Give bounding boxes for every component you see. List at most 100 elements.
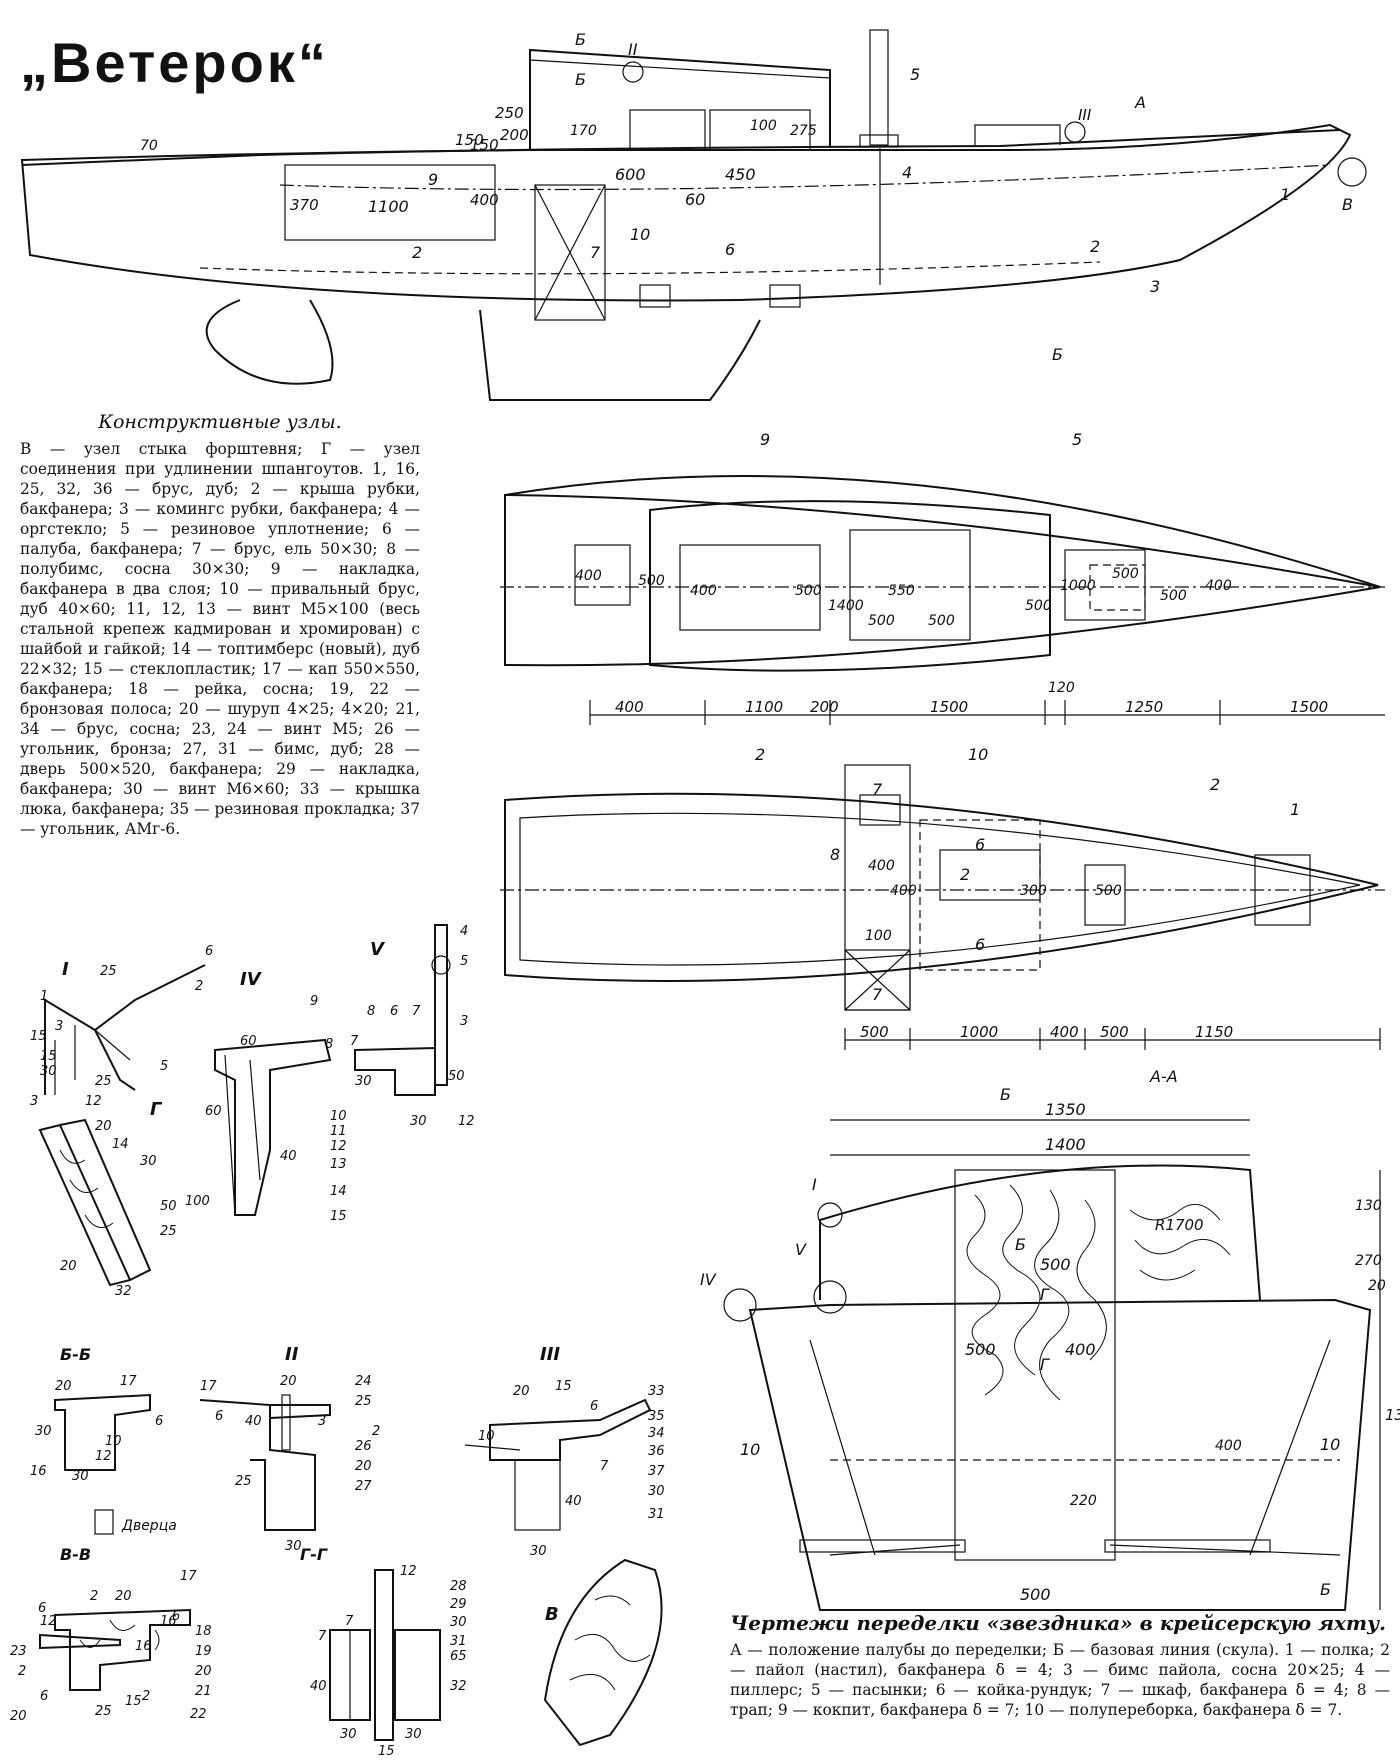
hull-outline (20, 123, 1352, 302)
svg-text:V: V (795, 1240, 807, 1259)
svg-text:30: 30 (140, 1154, 157, 1169)
svg-text:1150: 1150 (1195, 1023, 1233, 1041)
svg-text:500: 500 (1025, 598, 1052, 614)
svg-text:400: 400 (615, 698, 644, 716)
deck-line (21, 129, 1341, 166)
svg-text:9: 9 (428, 170, 438, 189)
svg-text:220: 220 (1070, 1493, 1097, 1509)
svg-text:7: 7 (590, 243, 601, 262)
svg-text:500: 500 (1020, 1585, 1051, 1604)
section-a-a-labels: А-А 1350 1400 130 270 20 1300 400 220 50… (700, 1067, 1400, 1604)
svg-text:6: 6 (975, 835, 985, 854)
svg-text:23: 23 (10, 1644, 27, 1659)
svg-text:Г: Г (1040, 1355, 1050, 1374)
cabin (529, 48, 831, 150)
svg-text:60: 60 (685, 190, 705, 209)
svg-text:1500: 1500 (1290, 698, 1328, 716)
drawing-title: „Ветерок“ (20, 31, 329, 94)
svg-text:В: В (1342, 195, 1353, 214)
svg-text:20: 20 (55, 1379, 72, 1394)
svg-text:10: 10 (478, 1429, 495, 1444)
svg-text:120: 120 (1048, 680, 1075, 696)
svg-text:30: 30 (35, 1424, 52, 1439)
svg-text:100: 100 (865, 928, 892, 944)
svg-text:30: 30 (648, 1484, 665, 1499)
svg-text:25: 25 (160, 1224, 177, 1239)
cabin-window-2 (709, 109, 811, 151)
svg-text:5: 5 (460, 954, 468, 969)
svg-text:500: 500 (1095, 883, 1122, 899)
svg-text:III: III (1078, 106, 1092, 124)
svg-text:1250: 1250 (1125, 698, 1163, 716)
interior-plan-outline (504, 792, 1379, 982)
svg-text:30: 30 (340, 1727, 357, 1742)
svg-text:50: 50 (448, 1069, 465, 1084)
bulkhead-door (954, 1169, 1116, 1561)
svg-text:3: 3 (460, 1014, 468, 1029)
svg-text:Г: Г (1040, 1285, 1050, 1304)
svg-text:1300: 1300 (1385, 1406, 1400, 1424)
svg-text:17: 17 (200, 1379, 217, 1394)
svg-text:А-А: А-А (1149, 1067, 1178, 1086)
hull-section (748, 1298, 1372, 1611)
svg-text:1: 1 (1290, 800, 1300, 819)
svg-text:II: II (628, 40, 638, 59)
deck-plan-labels: 400 1100 200 1500 120 1250 1500 400 500 … (575, 430, 1328, 716)
caption-main-heading: Чертежи переделки «звездника» в крейсерс… (730, 1611, 1386, 1635)
svg-text:1400: 1400 (1045, 1135, 1086, 1154)
svg-text:3: 3 (55, 1019, 63, 1034)
svg-text:500: 500 (1100, 1023, 1129, 1041)
svg-text:1: 1 (40, 989, 48, 1004)
svg-text:500: 500 (1040, 1255, 1071, 1274)
cabin-section (819, 1164, 1261, 1301)
svg-text:Б: Б (1000, 1085, 1011, 1104)
svg-text:2: 2 (195, 979, 203, 994)
caption-construction-text: В — узел стыка форштевня; Г — узел соеди… (20, 439, 420, 838)
detail-VV: В-В 17 6 2 20 18 19 20 21 22 23 2 12 6 2… (10, 1545, 212, 1724)
detail-marker-V (1337, 157, 1367, 187)
svg-text:500: 500 (1160, 588, 1187, 604)
svg-text:Дверца: Дверца (121, 1518, 177, 1534)
svg-text:Г-Г: Г-Г (300, 1545, 328, 1564)
interior-plan: 500 1000 400 500 1150 400 400 100 300 50… (500, 745, 1385, 1050)
svg-text:12: 12 (85, 1094, 102, 1109)
svg-text:500: 500 (860, 1023, 889, 1041)
svg-text:12: 12 (400, 1564, 417, 1579)
svg-text:30: 30 (405, 1727, 422, 1742)
svg-text:IV: IV (700, 1270, 717, 1289)
svg-text:7: 7 (412, 1004, 421, 1019)
svg-text:100: 100 (750, 118, 777, 134)
svg-text:3: 3 (30, 1094, 38, 1109)
svg-text:30: 30 (355, 1074, 372, 1089)
svg-text:20: 20 (513, 1384, 530, 1399)
floor-panel-left (799, 1539, 966, 1553)
svg-text:35: 35 (648, 1409, 665, 1424)
svg-text:500: 500 (638, 573, 665, 589)
detail-II: II 17 20 24 25 6 40 3 2 26 25 20 27 30 (199, 1344, 380, 1554)
svg-text:9: 9 (760, 430, 770, 449)
svg-text:370: 370 (290, 196, 319, 214)
svg-text:В-В: В-В (60, 1545, 91, 1564)
mast (869, 29, 889, 146)
svg-text:3: 3 (1150, 277, 1160, 296)
svg-text:Г: Г (150, 1099, 163, 1120)
svg-text:6: 6 (40, 1689, 48, 1704)
caption-construction-nodes: Конструктивные узлы. В — узел стыка форш… (20, 410, 420, 839)
svg-text:7: 7 (872, 780, 883, 799)
detail-V-stem: В (543, 1558, 663, 1747)
svg-text:270: 270 (1355, 1253, 1382, 1269)
svg-text:Б-Б: Б-Б (60, 1345, 91, 1364)
svg-text:33: 33 (648, 1384, 665, 1399)
svg-text:III: III (540, 1344, 560, 1365)
hatch-rect (849, 529, 971, 641)
svg-text:2: 2 (755, 745, 765, 764)
svg-text:Б: Б (1052, 345, 1063, 364)
svg-text:34: 34 (648, 1426, 665, 1441)
svg-text:22: 22 (190, 1707, 207, 1722)
svg-text:1100: 1100 (745, 698, 783, 716)
svg-text:5: 5 (1072, 430, 1082, 449)
svg-text:2: 2 (960, 865, 970, 884)
detail-marker-III (1064, 121, 1086, 143)
svg-text:7: 7 (600, 1459, 609, 1474)
svg-text:70: 70 (140, 138, 158, 154)
